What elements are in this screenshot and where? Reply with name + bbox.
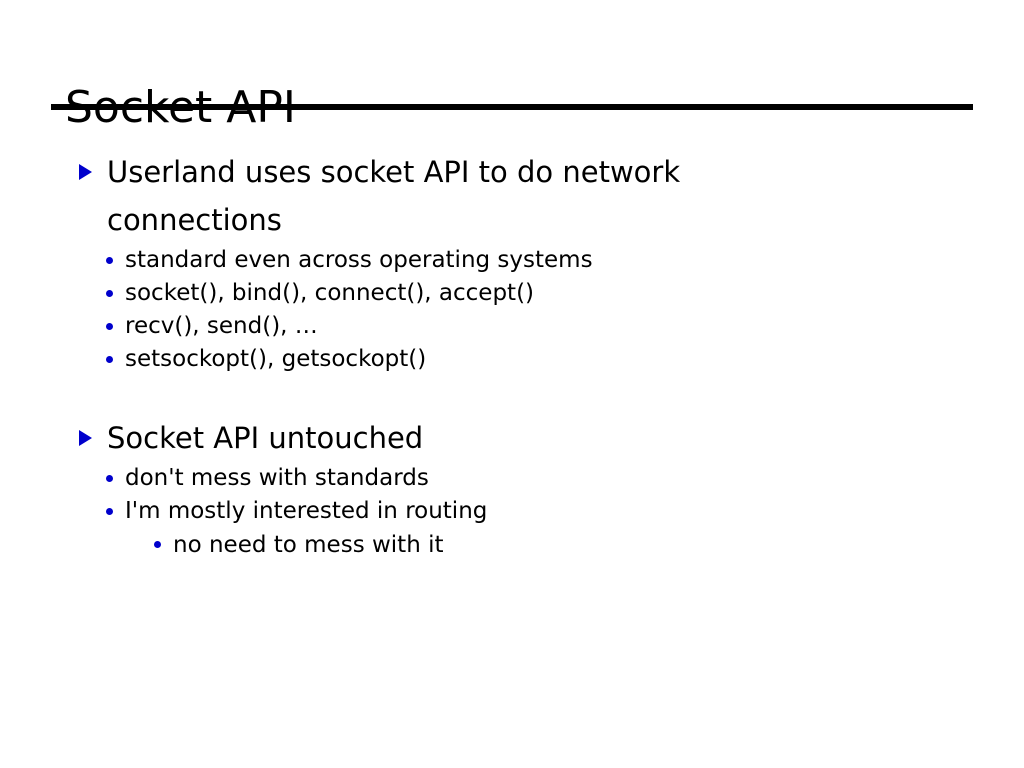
triangle-bullet-icon (79, 430, 92, 446)
bullet-level1: Socket API untouched (0, 414, 1024, 462)
bullet-level2: recv(), send(), … (0, 310, 1024, 343)
dot-bullet-icon (106, 290, 113, 297)
bullet-level2: don't mess with standards (0, 462, 1024, 495)
bullet-level1-label: Userland uses socket API to do network c… (107, 155, 681, 237)
bullet-level1: Userland uses socket API to do network c… (0, 148, 1024, 244)
bullet-level2-label: socket(), bind(), connect(), accept() (125, 280, 535, 306)
dot-bullet-icon (154, 541, 161, 548)
bullet-level2-label: don't mess with standards (125, 465, 429, 491)
bullet-level3-label: no need to mess with it (173, 532, 444, 558)
section-spacer (0, 376, 1024, 414)
dot-bullet-icon (106, 475, 113, 482)
bullet-level2: socket(), bind(), connect(), accept() (0, 277, 1024, 310)
bullet-level2-label: setsockopt(), getsockopt() (125, 346, 427, 372)
dot-bullet-icon (106, 356, 113, 363)
bullet-level2-label: standard even across operating systems (125, 247, 593, 273)
triangle-bullet-icon (79, 164, 92, 180)
bullet-level2: setsockopt(), getsockopt() (0, 343, 1024, 376)
bullet-level2-label: I'm mostly interested in routing (125, 498, 488, 524)
bullet-level1-label: Socket API untouched (107, 421, 424, 455)
bullet-level3: no need to mess with it (0, 528, 1024, 562)
dot-bullet-icon (106, 323, 113, 330)
bullet-level2: I'm mostly interested in routing (0, 495, 1024, 528)
dot-bullet-icon (106, 508, 113, 515)
title-underline-rule (51, 104, 973, 110)
bullet-level2-label: recv(), send(), … (125, 313, 318, 339)
dot-bullet-icon (106, 257, 113, 264)
bullet-level2: standard even across operating systems (0, 244, 1024, 277)
slide-body: Userland uses socket API to do network c… (0, 148, 1024, 562)
